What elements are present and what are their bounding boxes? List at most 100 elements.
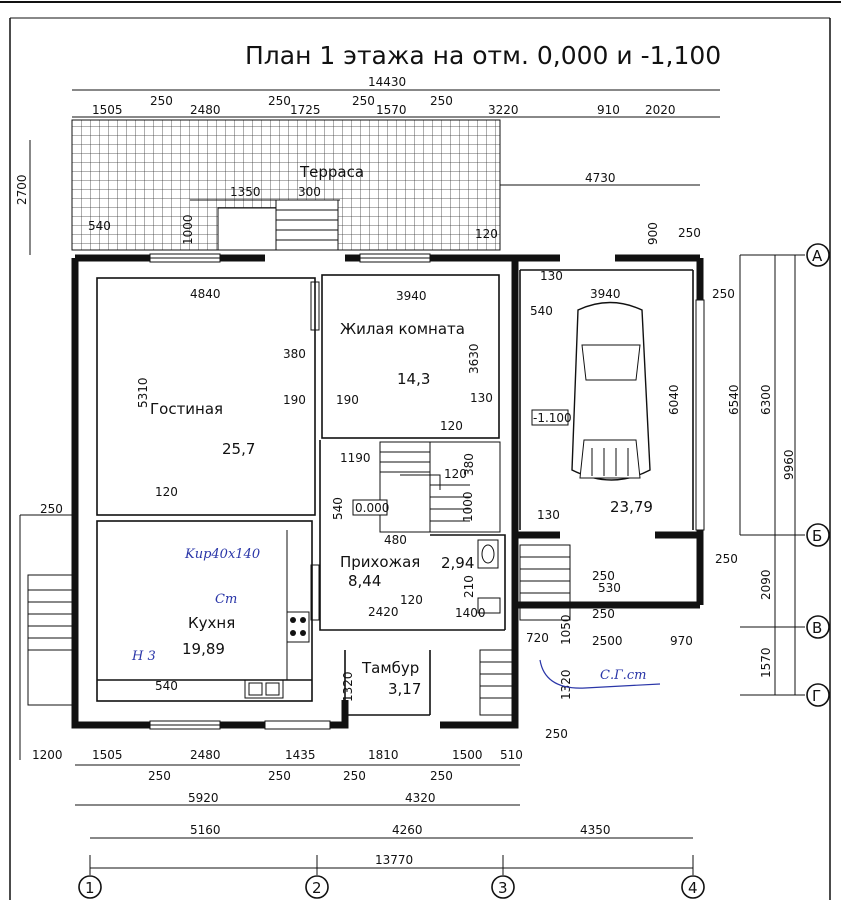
- dim-top-11: 2020: [645, 103, 676, 117]
- dim-bottom-1435: 1435: [285, 748, 316, 762]
- dim-hall-120: 120: [400, 593, 423, 607]
- dim-bottom-5920: 5920: [188, 791, 219, 805]
- dim-top-total: 14430: [368, 75, 406, 89]
- kitchen-fixtures: [244, 530, 310, 699]
- dim-living-130: 130: [470, 391, 493, 405]
- dim-hall-1050: 1050: [559, 614, 573, 645]
- dim-lounge-4840: 4840: [190, 287, 221, 301]
- dim-terrace-step-1: 1350: [230, 185, 261, 199]
- dim-garage-250: 250: [715, 552, 738, 566]
- dim-bottom-250a: 250: [148, 769, 171, 783]
- axis-2: 2: [312, 879, 322, 897]
- dim-garage-6040: 6040: [667, 384, 681, 415]
- dim-top-4: 250: [268, 94, 291, 108]
- dim-right-250c: 250: [545, 727, 568, 741]
- dim-top-9: 3220: [488, 103, 519, 117]
- dim-garage-130: 130: [537, 508, 560, 522]
- dim-hall-2500: 2500: [592, 634, 623, 648]
- level-box-main: [352, 499, 388, 516]
- dim-living-3630: 3630: [467, 343, 481, 374]
- dim-terrace-step-2: 300: [298, 185, 321, 199]
- dim-stair-210: 210: [462, 575, 476, 598]
- dim-right-530: 530: [598, 581, 621, 595]
- dim-vest-1320: 1320: [341, 671, 355, 702]
- dim-bottom-250b: 250: [268, 769, 291, 783]
- dim-top-3: 2480: [190, 103, 221, 117]
- outside-stairs-left: [19, 514, 74, 760]
- dim-hall-1400: 1400: [455, 606, 486, 620]
- dim-hall-720: 720: [526, 631, 549, 645]
- dim-terrace-height: 2700: [15, 174, 29, 205]
- dimension-lines: [29, 89, 796, 869]
- level-main: 0.000: [355, 501, 389, 515]
- room-hall-name: Прихожая: [340, 553, 420, 571]
- axis-a: А: [812, 247, 823, 265]
- dim-stair-480: 480: [384, 533, 407, 547]
- axis-3: 3: [498, 879, 508, 897]
- room-hall-area: 8,44: [348, 572, 381, 590]
- room-lounge-area: 25,7: [222, 440, 255, 458]
- room-living-area: 14,3: [397, 370, 430, 388]
- level-box-garage: [531, 409, 569, 426]
- dim-terrace-step-3: 1000: [181, 214, 195, 245]
- axis-v: В: [812, 619, 822, 637]
- dim-stair-380: 380: [462, 453, 476, 476]
- dim-garage-right-2: 250: [678, 226, 701, 240]
- dim-top-5: 1725: [290, 103, 321, 117]
- room-garage-area: 23,79: [610, 498, 653, 516]
- main-stairs: [379, 441, 501, 533]
- dim-garage-9960: 9960: [782, 449, 796, 480]
- dim-stair-540: 540: [331, 497, 345, 520]
- axis-lines: [89, 254, 805, 875]
- dim-stair-1190: 1190: [340, 451, 371, 465]
- dim-garage-3940: 3940: [590, 287, 621, 301]
- dim-bottom-1810: 1810: [368, 748, 399, 762]
- dim-top-8: 250: [430, 94, 453, 108]
- annotation-sgst-underline: [539, 659, 661, 689]
- dim-terrace-120: 120: [475, 227, 498, 241]
- dim-garage-6540: 6540: [727, 384, 741, 415]
- interior-walls: [96, 269, 694, 716]
- annotation-ct: Ст: [215, 592, 237, 607]
- room-kitchen-area: 19,89: [182, 640, 225, 658]
- dim-bottom-1500: 1500: [452, 748, 483, 762]
- dim-bottom-2480: 2480: [190, 748, 221, 762]
- dim-bottom-1200: 1200: [32, 748, 63, 762]
- garage-stairs: [479, 544, 571, 716]
- room-kitchen-name: Кухня: [188, 614, 235, 632]
- dim-stair-120: 120: [444, 467, 467, 481]
- axis-1: 1: [85, 879, 95, 897]
- dim-bottom-250c: 250: [343, 769, 366, 783]
- dim-top-7: 1570: [376, 103, 407, 117]
- axis-markers: [78, 243, 830, 899]
- plan-title: План 1 этажа на отм. 0,000 и -1,100: [245, 41, 721, 70]
- dim-lounge-5310: 5310: [136, 377, 150, 408]
- dim-vest-1320b: 1320: [559, 669, 573, 700]
- dim-bottom-250d: 250: [430, 769, 453, 783]
- terrace-stairs: [275, 199, 339, 251]
- dim-hall-970: 970: [670, 634, 693, 648]
- car-symbol: [571, 301, 651, 481]
- annotation-beam: Kир40х140: [184, 547, 260, 562]
- dim-garage-right-3: 130: [540, 269, 563, 283]
- dim-kitchen-540: 540: [155, 679, 178, 693]
- room-bath-area: 2,94: [441, 554, 474, 572]
- axis-4: 4: [688, 879, 698, 897]
- terrace-step-block: [217, 207, 277, 251]
- dim-right-250a: 250: [592, 569, 615, 583]
- dim-stair-1000: 1000: [461, 491, 475, 522]
- dim-bottom-total: 13770: [375, 853, 413, 867]
- dim-right-2090: 2090: [759, 569, 773, 600]
- axis-g: Г: [812, 687, 821, 705]
- axis-b: Б: [812, 527, 822, 545]
- dim-bottom-4320: 4320: [405, 791, 436, 805]
- room-living-name: Жилая комната: [340, 320, 465, 338]
- dim-garage-right-1: 900: [646, 222, 660, 245]
- room-lounge-name: Гостиная: [150, 400, 223, 418]
- dim-garage-top: 4730: [585, 171, 616, 185]
- annotation-hz: Н 3: [131, 649, 156, 664]
- dim-lounge-380: 380: [283, 347, 306, 361]
- dim-lounge-120: 120: [155, 485, 178, 499]
- dim-living-3940: 3940: [396, 289, 427, 303]
- room-terrace-name: Терраса: [299, 163, 364, 181]
